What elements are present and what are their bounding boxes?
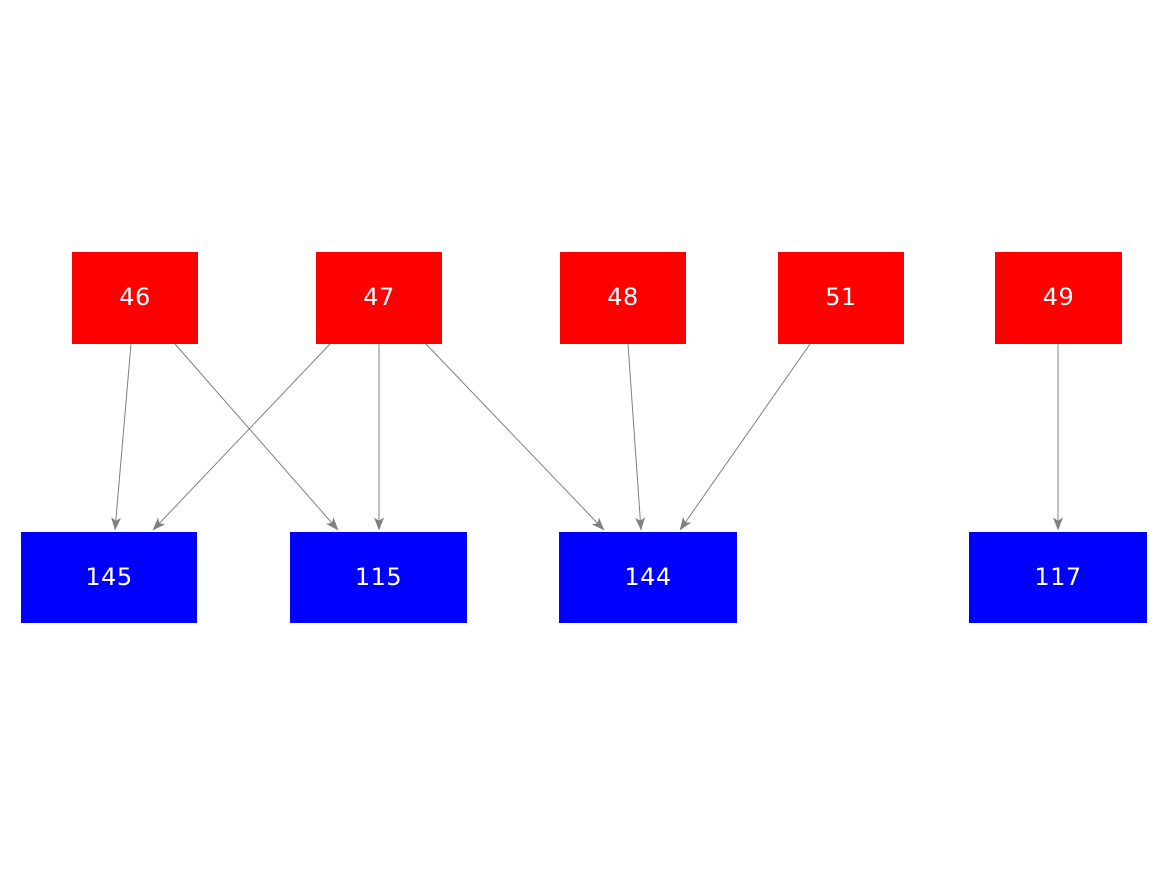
source-node-46[interactable]: 46: [72, 252, 198, 344]
edge-46-to-145: [111, 343, 132, 531]
edge-47-to-144: [425, 343, 605, 531]
node-label: 46: [119, 283, 151, 311]
node-label: 115: [354, 562, 403, 591]
node-label: 47: [363, 283, 395, 311]
source-node-48[interactable]: 48: [560, 252, 686, 344]
target-node-117[interactable]: 117: [969, 532, 1147, 623]
edge-group: [111, 343, 1063, 531]
source-node-49[interactable]: 49: [995, 252, 1122, 344]
edge-46-to-115: [174, 343, 339, 531]
source-node-47[interactable]: 47: [316, 252, 442, 344]
node-label: 51: [825, 283, 857, 311]
target-node-144[interactable]: 144: [559, 532, 737, 623]
node-label: 48: [607, 283, 639, 311]
target-node-145[interactable]: 145: [21, 532, 197, 623]
node-label: 145: [85, 562, 133, 591]
target-node-115[interactable]: 115: [290, 532, 467, 623]
edge-47-to-145: [152, 343, 331, 531]
edge-51-to-144: [679, 343, 811, 531]
node-label: 117: [1034, 562, 1082, 591]
source-node-51[interactable]: 51: [778, 252, 904, 344]
node-label: 144: [624, 562, 672, 591]
edge-48-to-144: [627, 343, 646, 531]
node-label: 49: [1042, 283, 1075, 311]
